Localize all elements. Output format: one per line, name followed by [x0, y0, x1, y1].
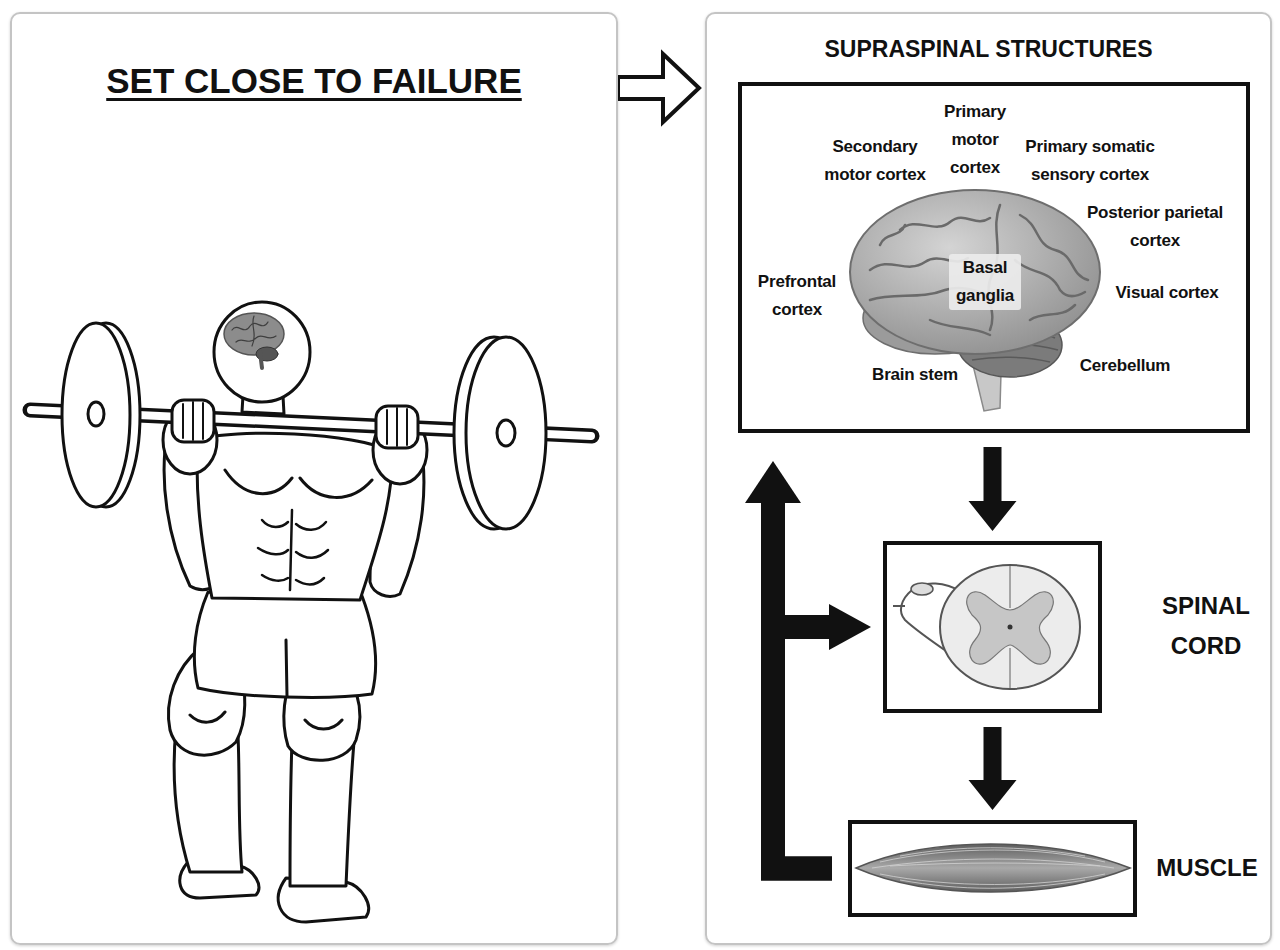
plate-hub: [497, 420, 515, 446]
text-slot: Visual cortex: [1107, 279, 1227, 307]
head: [214, 302, 310, 402]
central-canal: [1008, 625, 1013, 630]
flow-arrow: [969, 727, 1017, 810]
knee-detail: [190, 712, 342, 729]
text-slot: Secondary motor cortex: [819, 133, 931, 189]
text-slot: MUSCLE: [1154, 853, 1260, 883]
text-slot: Primary somatic sensory cortex: [1020, 133, 1160, 189]
lifter-figure: [30, 302, 592, 922]
left-plate: [62, 323, 130, 507]
arrow-body: [969, 447, 1017, 531]
input-arrow: [618, 54, 699, 122]
text-slot: SPINAL CORD: [1156, 586, 1256, 666]
spinal-cord-box: SPINAL CORD: [883, 541, 1102, 713]
chest-line: [225, 470, 372, 497]
region-label: Posterior parietal cortex: [1080, 199, 1230, 255]
right-plate: [466, 337, 546, 529]
cord-section: [940, 565, 1080, 689]
head-brain-folds: [232, 316, 276, 346]
arrow-body: [969, 727, 1017, 810]
structure-label: MUSCLE: [1156, 853, 1257, 883]
arrow-head: [829, 604, 871, 650]
text-slot: Brain stem: [860, 361, 970, 389]
plate-hub: [88, 402, 104, 426]
text-slot: SUPRASPINAL STRUCTURES: [707, 34, 1270, 64]
left-hand: [172, 400, 214, 442]
panel-title: SET CLOSE TO FAILURE: [106, 60, 522, 102]
torso: [197, 433, 392, 600]
flow-arrow: [969, 447, 1017, 531]
muscle-belly: [856, 844, 1130, 892]
arrow-shaft: [773, 627, 832, 869]
region-label: Brain stem: [872, 361, 958, 389]
brain-folds: [870, 205, 1088, 335]
arrow-shaft: [773, 502, 832, 869]
muscle-box: MUSCLE: [848, 820, 1137, 917]
cerebrum: [850, 190, 1100, 354]
section-heading: SUPRASPINAL STRUCTURES: [825, 34, 1153, 64]
panel: SUPRASPINAL STRUCTURES Primary motor cort…: [705, 12, 1272, 945]
text-slot: Primary motor cortex: [939, 98, 1011, 182]
muscle-illustration: [856, 844, 1130, 892]
feedback-arrow: [773, 604, 871, 869]
region-label: Basal ganglia: [949, 254, 1021, 310]
text-slot: Basal ganglia: [949, 254, 1021, 310]
shorts: [194, 592, 375, 697]
shorts-seam: [286, 640, 287, 696]
ganglion: [911, 583, 933, 595]
panel: SET CLOSE TO FAILURE: [10, 12, 618, 945]
region-label: Prefrontal cortex: [751, 268, 843, 324]
abdominal-lines: [258, 510, 328, 590]
arrow-body: [618, 54, 699, 122]
region-label: Primary motor cortex: [939, 98, 1011, 182]
muscle-fibres: [872, 848, 1114, 889]
text-slot: Prefrontal cortex: [751, 268, 843, 324]
right-hand: [376, 406, 418, 448]
nerve-root: [893, 605, 905, 607]
right-shin: [290, 740, 354, 886]
finger-lines: [387, 408, 407, 446]
region-label: Visual cortex: [1116, 279, 1219, 307]
text-slot: Cerebellum: [1070, 352, 1180, 380]
head-brain-stem: [260, 352, 262, 368]
spinal-cord-illustration: [893, 565, 1080, 689]
brain-box: Primary motor cortexSecondary motor cort…: [738, 82, 1250, 433]
brain-illustration: [850, 190, 1100, 411]
region-label: Primary somatic sensory cortex: [1020, 133, 1160, 189]
finger-lines: [183, 402, 203, 440]
arrow-head: [745, 461, 801, 503]
text-slot: SET CLOSE TO FAILURE: [12, 60, 616, 102]
region-label: Secondary motor cortex: [819, 133, 931, 189]
text-slot: Posterior parietal cortex: [1080, 199, 1230, 255]
feedback-arrow: [745, 461, 832, 869]
region-label: Cerebellum: [1080, 352, 1171, 380]
structure-label: SPINAL CORD: [1156, 586, 1256, 666]
